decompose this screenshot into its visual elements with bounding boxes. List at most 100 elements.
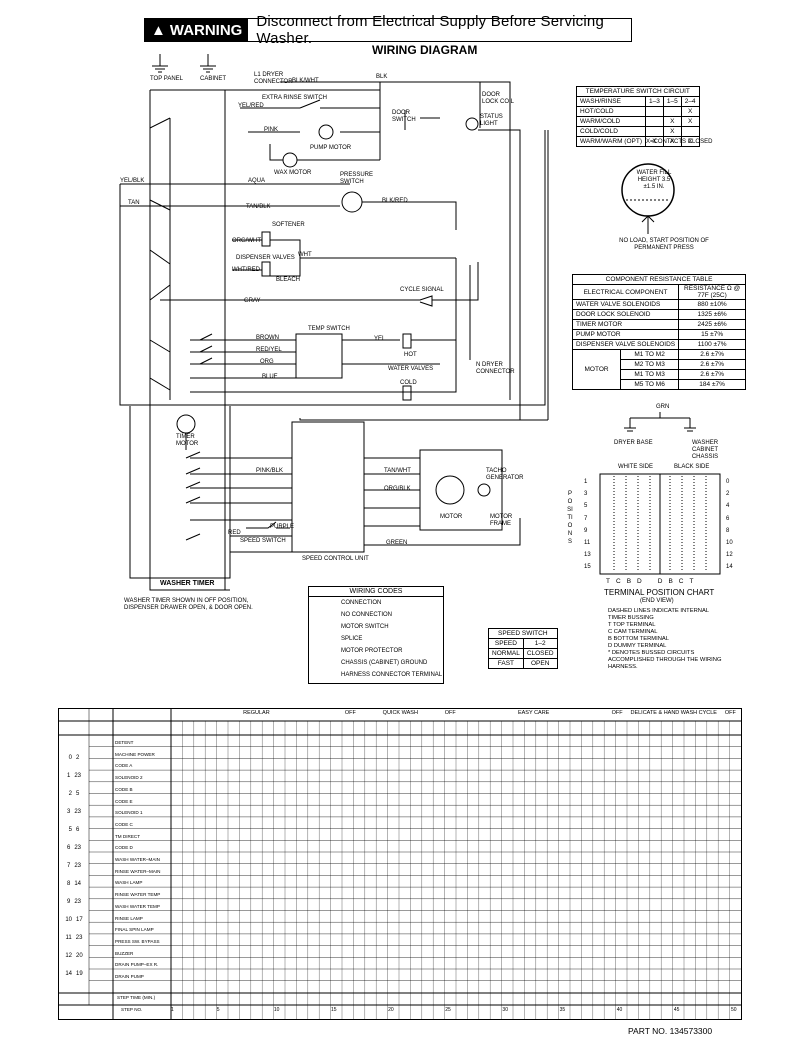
temp-table-title: TEMPERATURE SWITCH CIRCUIT — [576, 86, 700, 97]
terminal-letter: C — [678, 578, 684, 585]
water-valves-label: WATER VALVES — [388, 366, 434, 372]
resistance-table-title: COMPONENT RESISTANCE TABLE — [571, 274, 747, 285]
section-label: OFF — [724, 710, 736, 716]
speed-cell: OPEN — [522, 658, 558, 669]
wiring-codes-box: WIRING CODES CONNECTION NO CONNECTION MO… — [308, 586, 444, 684]
terminal-note: C CAM TERMINAL — [608, 629, 658, 635]
purple-label: PURPLE — [270, 524, 295, 530]
org-blk-label: ORG/BLK — [384, 486, 411, 492]
speed-header: 1–2 — [522, 638, 558, 649]
org-label: ORG — [260, 359, 274, 365]
switch-pair-b: 23 — [74, 899, 82, 905]
resistance-cell: M5 TO M6 — [620, 379, 680, 390]
tan-blk-label: TAN/BLK — [246, 204, 271, 210]
switch-pair-b: 23 — [74, 863, 82, 869]
gray-label: GRAY — [244, 298, 261, 304]
switch-pair-a: 8 — [66, 881, 71, 887]
switch-pair-b: 5 — [76, 791, 80, 797]
step-number: 45 — [673, 1007, 680, 1013]
warning-triangle-icon: ▲ — [151, 21, 166, 39]
wiring-codes-list: CONNECTION NO CONNECTION MOTOR SWITCH SP… — [309, 597, 443, 681]
switch-pair-a: 10 — [65, 917, 72, 923]
resistance-cell: M1 TO M2 — [620, 349, 680, 360]
no-load-label: NO LOAD, START POSITION OF PERMANENT PRE… — [619, 238, 709, 251]
terminal-row-label: 1 — [584, 479, 588, 485]
terminal-note: B BOTTOM TERMINAL — [608, 636, 669, 642]
switch-pair-b: 20 — [76, 953, 83, 959]
tacho-generator-label: TACHO GENERATOR — [486, 468, 524, 481]
terminal-rows-left: 1 3 5 7 9 11 13 15 — [584, 476, 594, 574]
switch-pair-b: 14 — [74, 881, 82, 887]
timer-sequence-chart: REGULAR OFF QUICK WASH OFF EASY CARE OFF… — [58, 708, 742, 1020]
resistance-cell: 2425 ±6% — [678, 319, 747, 330]
circuit-label: SOLENOID 2 — [115, 775, 143, 781]
switch-pair-b: 23 — [74, 773, 82, 779]
aqua-label: AQUA — [248, 178, 266, 184]
pressure-switch-label: PRESSURE SWITCH — [340, 172, 374, 185]
terminal-row-label: 15 — [584, 564, 591, 571]
resistance-cell: WATER VALVE SOLENOIDS — [571, 299, 680, 310]
wax-motor-label: WAX MOTOR — [274, 170, 312, 176]
speed-cell: CLOSED — [522, 648, 558, 659]
dispenser-valves-label: DISPENSER VALVES — [236, 255, 295, 261]
motor-frame-label: MOTOR FRAME — [490, 514, 513, 527]
extra-rinse-label: EXTRA RINSE SWITCH — [262, 95, 328, 101]
blk-label: BLK — [376, 74, 388, 80]
resistance-table: COMPONENT RESISTANCE TABLE ELECTRICAL CO… — [571, 274, 747, 390]
tan-wht-label: TAN/WHT — [384, 468, 411, 474]
switch-pair-a: 0 — [68, 755, 72, 761]
pink-blk-label: PINK/BLK — [256, 468, 284, 474]
resistance-cell: 2.6 ±7% — [678, 359, 747, 370]
wiring-code-item: MOTOR PROTECTOR — [341, 648, 403, 654]
brown-label: BROWN — [256, 335, 279, 341]
status-light-label: STATUS LIGHT — [480, 114, 503, 127]
temp-cell — [644, 106, 664, 117]
cycle-signal-label: CYCLE SIGNAL — [400, 287, 444, 293]
step-number: 10 — [273, 1007, 280, 1013]
temp-cell: X — [662, 116, 682, 127]
yel-blk-label: YEL/BLK — [120, 178, 145, 184]
blk-wht-label: BLK/WHT — [292, 78, 319, 84]
resistance-cell: 1100 ±7% — [678, 339, 747, 350]
ground-label-cabinet: CABINET — [200, 76, 226, 82]
cold-label: COLD — [400, 380, 417, 386]
circuit-label: MACHINE POWER — [115, 751, 155, 757]
step-number: 15 — [331, 1007, 337, 1013]
temp-cell: X — [680, 136, 700, 147]
tan-label: TAN — [128, 200, 140, 206]
resistance-cell: M2 TO M3 — [620, 359, 680, 370]
terminal-letter: B — [668, 578, 673, 585]
resistance-cell: M1 TO M3 — [620, 369, 680, 380]
temp-cell: X — [680, 106, 700, 117]
speed-cell: FAST — [488, 658, 524, 669]
terminal-row-label: 10 — [726, 540, 733, 547]
temp-header: 1–3 — [644, 96, 664, 107]
temp-switch-label: TEMP SWITCH — [308, 326, 350, 332]
resistance-cell: DOOR LOCK SOLENOID — [571, 309, 680, 320]
red-label: RED — [228, 530, 241, 536]
temp-cell: X — [662, 126, 682, 137]
switch-pair-a: 9 — [66, 899, 71, 905]
terminal-row-label: 13 — [584, 552, 591, 559]
section-label: REGULAR — [243, 710, 270, 716]
black-side-label: BLACK SIDE — [674, 464, 710, 470]
washer-timer-label: WASHER TIMER — [160, 580, 215, 587]
